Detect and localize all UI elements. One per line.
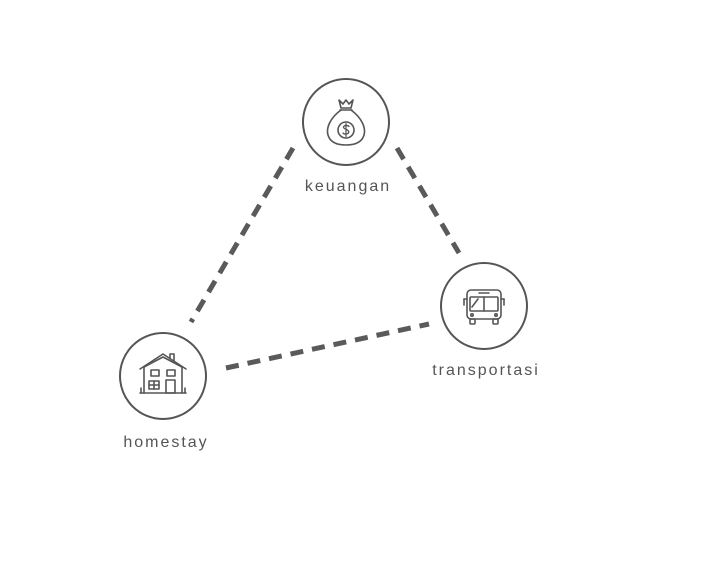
connectors [188, 146, 462, 371]
node-homestay-circle [119, 332, 207, 420]
money-bag-icon [326, 99, 366, 146]
connector-keuangan-transportasi [394, 146, 462, 255]
node-keuangan-label: keuangan [305, 178, 391, 195]
node-keuangan[interactable]: keuangan [302, 78, 391, 195]
node-homestay-label: homestay [123, 434, 208, 451]
node-transportasi-label: transportasi [432, 362, 540, 379]
node-transportasi[interactable]: transportasi [432, 262, 540, 379]
connector-keuangan-homestay [188, 146, 296, 324]
bus-icon [463, 289, 505, 325]
node-homestay[interactable]: homestay [119, 332, 209, 451]
house-icon [139, 353, 187, 394]
connector-homestay-transportasi [225, 321, 430, 371]
